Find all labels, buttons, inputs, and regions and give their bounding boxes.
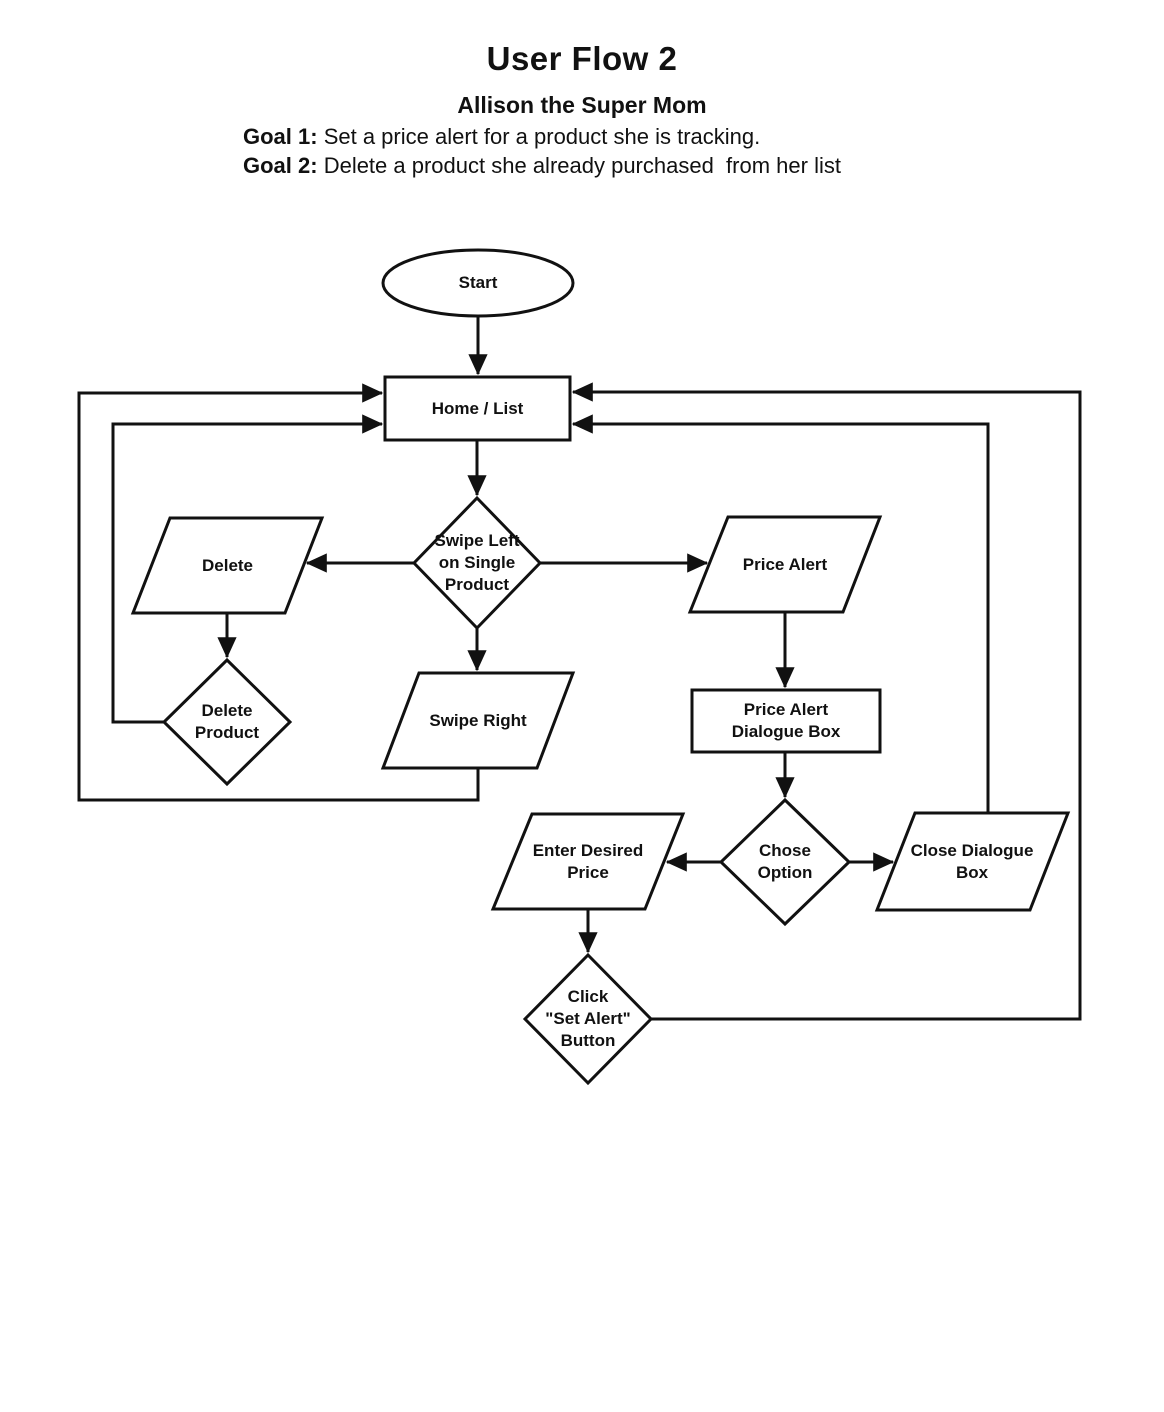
- node-delete-parallelogram: [130, 516, 325, 615]
- node-enter-price-parallelogram: [490, 812, 686, 911]
- page-title: User Flow 2: [486, 40, 678, 77]
- goal-1-text: Set a price alert for a product she is t…: [317, 124, 761, 149]
- goal-1-label: Goal 1:: [243, 124, 318, 149]
- node-dialogue-box-rect: [690, 688, 882, 754]
- node-chose-option-diamond: [718, 797, 852, 927]
- goal-2-text: Delete a product she already purchased f…: [317, 153, 841, 178]
- node-price-alert-parallelogram: [687, 515, 883, 614]
- edge-close-dialogue-to-home: [571, 414, 990, 813]
- goal-2-line: Goal 2: Delete a product she already pur…: [243, 151, 841, 180]
- node-swipe-left-diamond: [411, 495, 543, 631]
- persona-subtitle: Allison the Super Mom: [457, 92, 707, 118]
- edge-delete-product-to-home: [111, 414, 384, 724]
- edge-swipe-right-to-home: [77, 383, 480, 802]
- goal-1-line: Goal 1: Set a price alert for a product …: [243, 122, 841, 151]
- node-swipe-right-parallelogram: [380, 671, 576, 770]
- node-delete-product-diamond: [161, 657, 293, 787]
- node-close-dialogue-parallelogram: [874, 811, 1071, 912]
- node-start-ellipse: [381, 248, 575, 318]
- goals-block: Goal 1: Set a price alert for a product …: [243, 122, 841, 180]
- node-home-rect: [383, 375, 572, 442]
- goal-2-label: Goal 2:: [243, 153, 318, 178]
- node-click-set-alert-diamond: [522, 952, 654, 1086]
- edge-click-set-alert-to-home: [571, 382, 1082, 1021]
